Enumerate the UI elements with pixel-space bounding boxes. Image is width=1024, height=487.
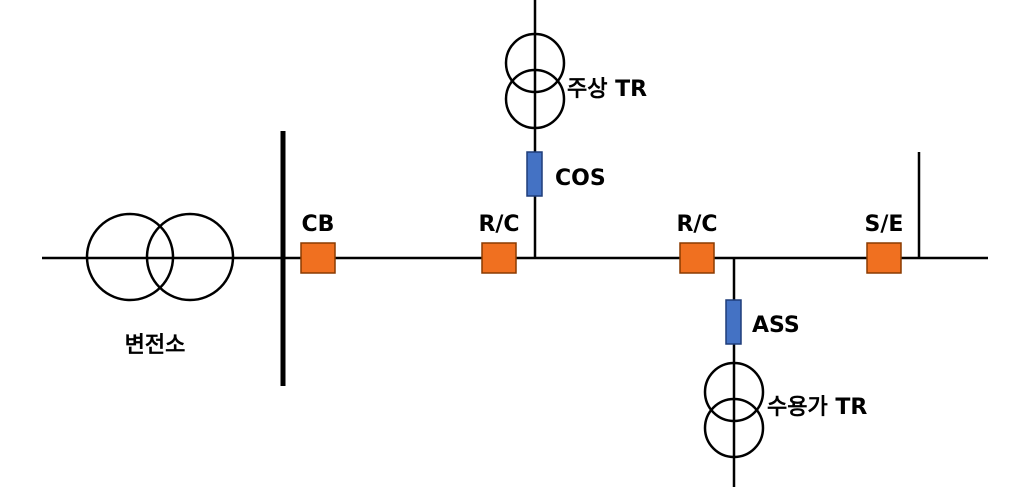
substation-label: 변전소 [125, 333, 186, 358]
customer-transformer [703, 361, 765, 459]
cos-label: COS [555, 166, 606, 191]
ass-switch [725, 299, 742, 345]
substation-coil-secondary [145, 212, 235, 302]
customer-transformer-coil-secondary [703, 397, 765, 459]
customer-transformer-coil-primary [703, 361, 765, 423]
sectionalizer [866, 242, 902, 274]
pole-transformer-coil-secondary [504, 68, 566, 130]
circuit-breaker [300, 242, 336, 274]
recloser-1 [481, 242, 517, 274]
ass-label: ASS [752, 313, 800, 338]
substation-coil-primary [85, 212, 175, 302]
sectionalizer-label: S/E [865, 212, 904, 237]
pole-transformer [504, 32, 566, 130]
recloser-2-label: R/C [676, 212, 717, 237]
recloser-1-label: R/C [478, 212, 519, 237]
cb-label: CB [302, 212, 335, 237]
pole-tr-label: 주상 TR [567, 77, 647, 102]
substation-transformer [85, 212, 235, 302]
pole-transformer-coil-primary [504, 32, 566, 94]
cos-fuse [526, 151, 543, 197]
recloser-2 [679, 242, 715, 274]
customer-tr-label: 수용가 TR [767, 395, 867, 420]
